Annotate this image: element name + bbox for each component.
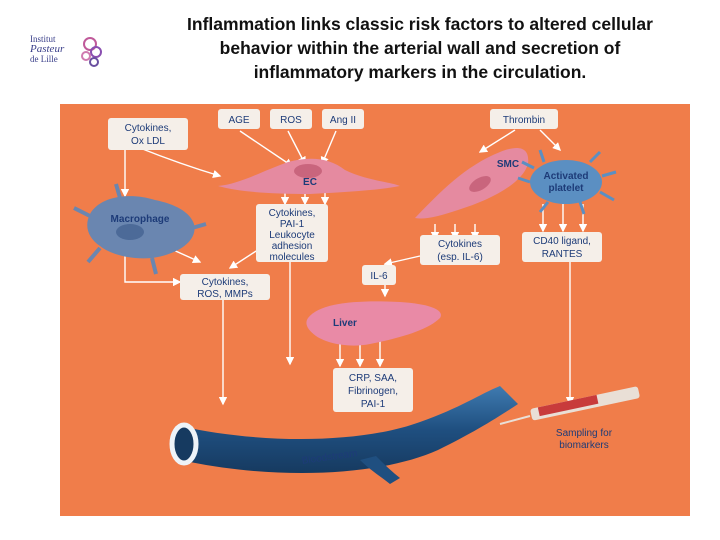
box-crp-saa: CRP, SAA, Fibrinogen, PAI-1	[333, 368, 413, 412]
svg-text:molecules: molecules	[269, 252, 314, 263]
svg-text:(esp. IL-6): (esp. IL-6)	[437, 252, 483, 263]
logo-line-3: de Lille	[30, 54, 64, 64]
svg-text:Macrophage: Macrophage	[111, 214, 170, 225]
svg-text:IL-6: IL-6	[370, 271, 388, 282]
svg-text:CD40 ligand,: CD40 ligand,	[533, 236, 591, 247]
box-il6: IL-6	[362, 265, 396, 285]
box-cytokines-il6: Cytokines (esp. IL-6)	[420, 235, 500, 265]
svg-text:Liver: Liver	[333, 318, 357, 329]
logo-line-2: Pasteur	[30, 44, 64, 54]
svg-text:Cytokines: Cytokines	[438, 239, 482, 250]
box-thrombin: Thrombin	[490, 109, 558, 129]
svg-text:ROS: ROS	[280, 115, 302, 126]
box-ang-ii: Ang II	[322, 109, 364, 129]
title-line-1: Inflammation links classic risk factors …	[150, 12, 690, 36]
svg-text:PAI-1: PAI-1	[361, 399, 386, 410]
svg-text:Thrombin: Thrombin	[503, 115, 545, 126]
box-cytokines-ros-mmps: Cytokines, ROS, MMPs	[180, 274, 270, 300]
svg-text:SMC: SMC	[497, 159, 519, 170]
svg-text:Cytokines,: Cytokines,	[269, 208, 316, 219]
svg-text:CRP, SAA,: CRP, SAA,	[349, 373, 397, 384]
logo-text: Institut Pasteur de Lille	[30, 34, 64, 64]
svg-text:Leukocyte: Leukocyte	[269, 230, 315, 241]
title-line-2: behavior within the arterial wall and se…	[150, 36, 690, 60]
svg-text:PAI-1: PAI-1	[280, 219, 305, 230]
box-cytokines-pai1: Cytokines, PAI-1 Leukocyte adhesion mole…	[256, 204, 328, 263]
svg-text:ROS, MMPs: ROS, MMPs	[197, 289, 253, 300]
svg-text:platelet: platelet	[548, 183, 584, 194]
box-ros: ROS	[270, 109, 312, 129]
svg-text:Sampling for: Sampling for	[556, 428, 613, 439]
slide-title: Inflammation links classic risk factors …	[150, 12, 690, 84]
box-cytokines-oxldl: Cytokines, Ox LDL	[108, 118, 188, 150]
svg-text:adhesion: adhesion	[272, 241, 313, 252]
svg-text:Fibrinogen,: Fibrinogen,	[348, 386, 398, 397]
svg-text:Ang II: Ang II	[330, 115, 356, 126]
svg-text:EC: EC	[303, 177, 317, 188]
svg-text:Ox LDL: Ox LDL	[131, 136, 165, 147]
svg-text:biomarkers: biomarkers	[559, 440, 608, 451]
svg-text:Cytokines,: Cytokines,	[125, 123, 172, 134]
svg-text:RANTES: RANTES	[542, 249, 583, 260]
svg-text:Cytokines,: Cytokines,	[202, 277, 249, 288]
box-cd40-rantes: CD40 ligand, RANTES	[522, 232, 602, 262]
inflammation-diagram: AGE ROS Ang II Thrombin Cytokines, Ox LD…	[60, 104, 690, 516]
title-line-3: inflammatory markers in the circulation.	[150, 60, 690, 84]
svg-text:Activated: Activated	[543, 171, 588, 182]
box-age: AGE	[218, 109, 260, 129]
svg-text:AGE: AGE	[228, 115, 249, 126]
